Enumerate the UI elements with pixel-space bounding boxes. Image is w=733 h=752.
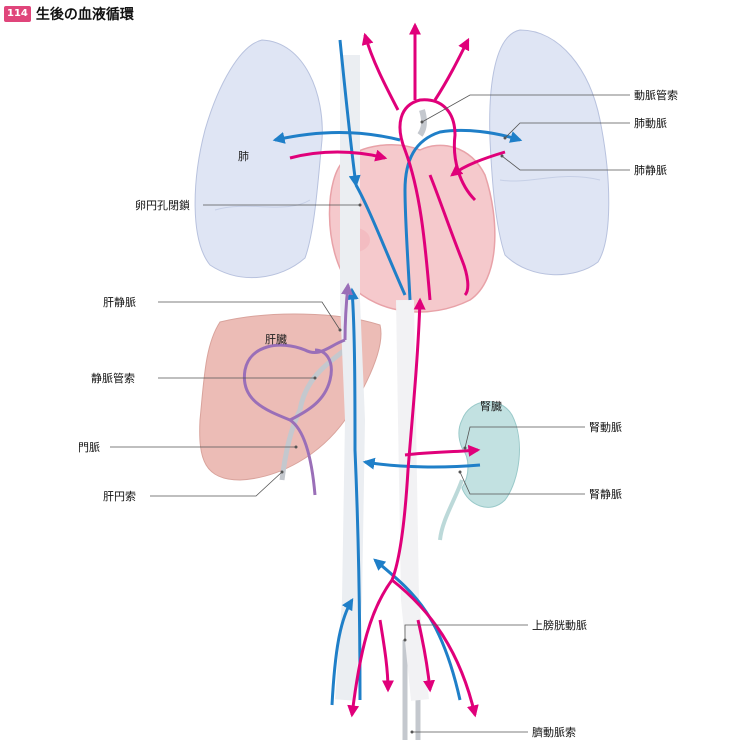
pulmonary-vein-label: 肺静脈 [634, 164, 667, 177]
hepatic-vein-label: 肝静脈 [103, 296, 136, 309]
renal-vein-flow [362, 457, 481, 470]
portal-branch [289, 348, 333, 422]
kidney [458, 401, 520, 508]
figure-header: 114 生後の血液循環 [4, 4, 134, 24]
pulmonary-artery-label: 肺動脈 [634, 117, 667, 130]
brachiocephalic-artery [361, 32, 400, 111]
superior-vesical-artery-label: 上膀胱動脈 [532, 619, 587, 632]
hepatic-vein-flow [341, 282, 354, 341]
aorta-arch [398, 98, 477, 301]
iliac-vein-left [330, 597, 354, 706]
lung-label: 肺 [238, 150, 249, 163]
inferior-vena-cava-flow [346, 287, 362, 701]
figure-number-badge: 114 [4, 6, 31, 22]
right-ventricle-flow [403, 128, 523, 301]
superior-vesical-artery-right [416, 619, 436, 693]
renal-artery-label: 腎動脈 [589, 421, 622, 434]
umbilical-artery-ligament-label: 臍動脈索 [532, 726, 576, 739]
leader-lines [110, 94, 630, 733]
heart [328, 144, 496, 313]
pulmonary-vein-left-flow [289, 149, 388, 162]
ductus-arteriosus-ligament-label: 動脈管索 [634, 89, 678, 102]
liver-label: 肝臓 [265, 333, 287, 346]
superior-vena-cava-flow [338, 39, 361, 188]
iliac-artery-left [347, 579, 394, 718]
figure-title: 生後の血液循環 [35, 7, 134, 23]
ductus-venosus-ligament-label: 静脈管索 [91, 372, 135, 385]
superior-vesical-artery-left [378, 619, 394, 693]
left-ventricle-flow [428, 174, 470, 297]
renal-artery-flow [404, 444, 481, 457]
ductus-venosus-ligament-line [297, 348, 347, 411]
iliac-artery-right [391, 578, 479, 718]
renal-vein-label: 腎静脈 [589, 488, 622, 501]
round-ligament-of-liver-label: 肝円索 [103, 490, 136, 503]
kidney-label: 腎臓 [480, 400, 502, 413]
right-atrium-flow [354, 184, 407, 296]
portal-vein-label: 門脈 [78, 441, 100, 454]
right-lung [489, 29, 610, 276]
left-lung [194, 39, 323, 279]
descending-aorta [390, 297, 426, 581]
subclavian-artery [433, 37, 470, 101]
foramen-ovale-closure-label: 卵円孔閉鎖 [135, 199, 190, 212]
portal-vein-flow [242, 338, 346, 496]
pulmonary-vein-right-flow [450, 150, 506, 177]
pulmonary-artery-left-flow [272, 131, 401, 144]
ligamentum-arteriosum [417, 109, 428, 137]
